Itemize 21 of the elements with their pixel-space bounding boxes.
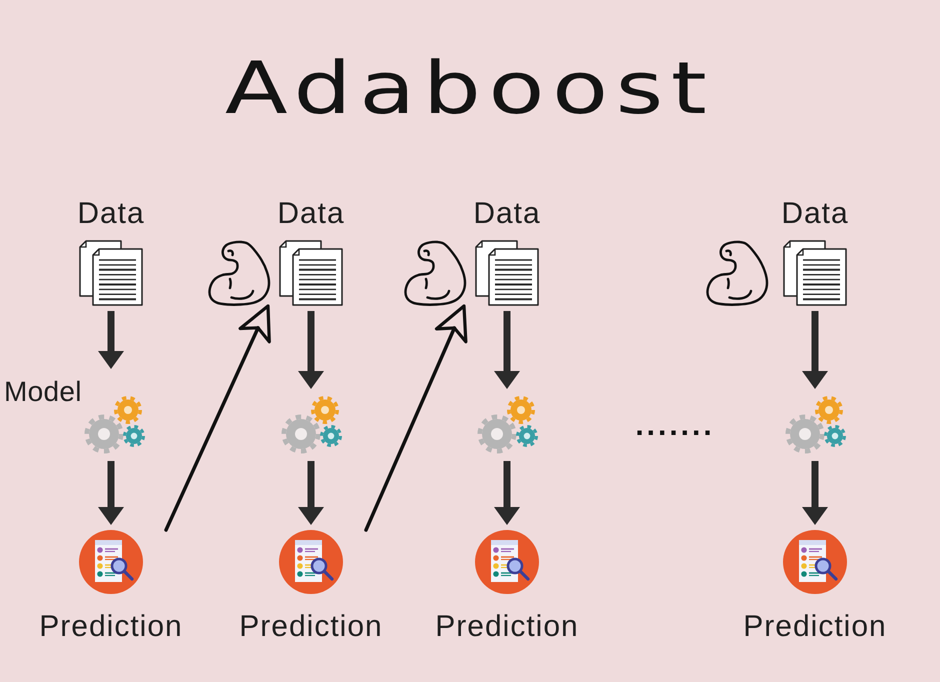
model-label: Model (4, 375, 82, 409)
prediction-label: Prediction (743, 609, 887, 645)
arrow (164, 304, 271, 532)
arrow (298, 461, 324, 525)
prediction-label: Prediction (435, 609, 579, 645)
diagram-title: Adaboost (225, 52, 715, 124)
prediction-label: Prediction (39, 609, 183, 645)
arrow (802, 311, 828, 389)
arrow (364, 304, 468, 532)
arrow (98, 461, 124, 525)
arrow (494, 461, 520, 525)
data-label: Data (77, 196, 145, 232)
arrow (494, 311, 520, 389)
ellipsis-label: ....... (634, 409, 716, 443)
arrow (802, 461, 828, 525)
data-label: Data (781, 196, 849, 232)
data-label: Data (277, 196, 345, 232)
arrow (98, 311, 124, 369)
arrow (298, 311, 324, 389)
data-label: Data (473, 196, 541, 232)
prediction-label: Prediction (239, 609, 383, 645)
